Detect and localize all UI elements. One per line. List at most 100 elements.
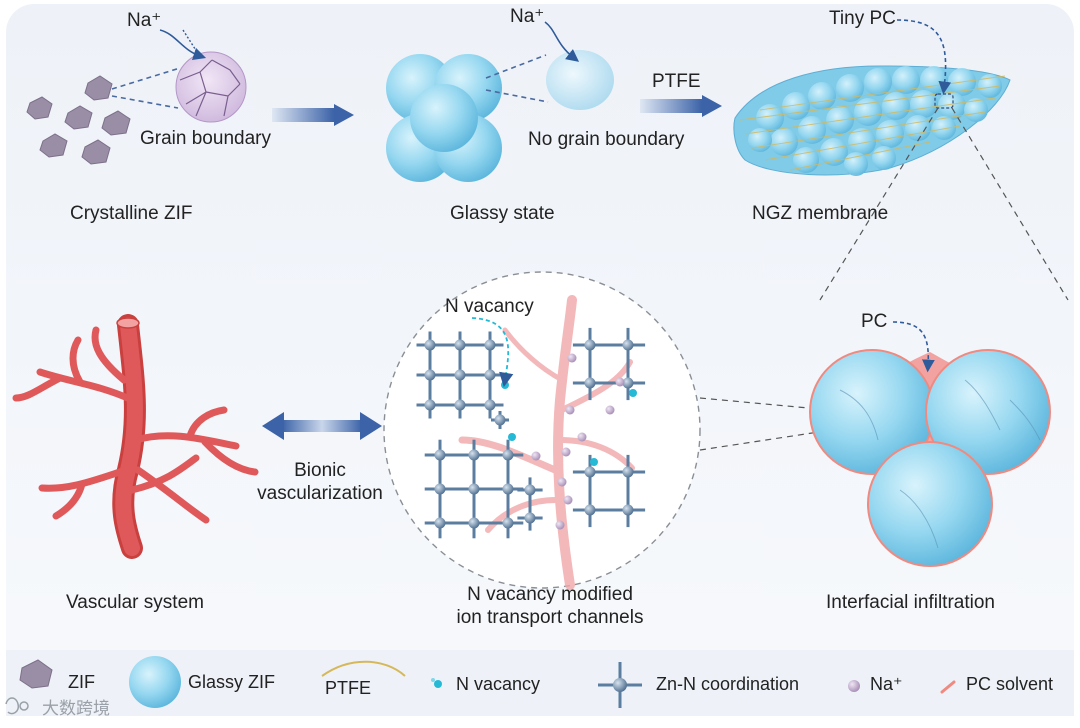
zn-node	[424, 399, 436, 411]
label-vascular-system: Vascular system	[66, 592, 204, 613]
zn-node	[502, 449, 514, 461]
zn-n-lattice-fragment	[424, 439, 524, 539]
watermark-text: 大数跨境	[42, 699, 110, 718]
zn-node	[434, 449, 446, 461]
label-ngz-membrane: NGZ membrane	[752, 203, 889, 224]
legend-pc-solvent-label: PC solvent	[966, 674, 1054, 694]
legend-zn-n-label: Zn-N coordination	[656, 674, 800, 694]
grain-boundary-particle	[175, 51, 247, 123]
label-channels-caption: N vacancy modified ion transport channel…	[456, 584, 644, 628]
na-ion	[557, 477, 567, 487]
zn-node	[484, 339, 496, 351]
process-arrow-2-body	[640, 99, 702, 113]
na-path-blocked	[159, 29, 207, 61]
na-ions	[531, 353, 625, 530]
label-interfacial-infiltration: Interfacial infiltration	[826, 592, 995, 613]
legend-ptfe-label: PTFE	[325, 678, 372, 698]
pc-pointer	[892, 321, 935, 373]
zn-node	[622, 504, 634, 516]
zn-node	[468, 517, 480, 529]
legend-ptfe-icon	[321, 660, 406, 677]
zn-node	[468, 483, 480, 495]
label-pc: PC	[861, 311, 888, 332]
zn-node	[524, 484, 536, 496]
no-grain-boundary-particle	[546, 50, 614, 110]
zoom-line-to-circle-lower	[699, 429, 833, 451]
infiltration-spheres	[809, 349, 1051, 567]
n-vacancy-pointer	[471, 317, 514, 388]
na-ion	[567, 353, 577, 363]
label-na-top-left: Na⁺	[127, 10, 162, 31]
zn-node	[502, 483, 514, 495]
zoom-line-glassy-lower	[485, 89, 549, 103]
zn-node	[584, 466, 596, 478]
na-ion	[605, 405, 615, 415]
legend-glassy-zif-icon	[129, 656, 181, 708]
channels-zoom-circle	[383, 271, 701, 589]
label-no-grain-boundary: No grain boundary	[528, 129, 685, 150]
label-na-top-mid: Na⁺	[510, 6, 545, 27]
bionic-double-arrow	[262, 412, 382, 440]
zn-node	[484, 369, 496, 381]
vascular-tree	[12, 314, 259, 559]
na-ion	[563, 495, 573, 505]
na-ion	[555, 520, 565, 530]
legend-background	[6, 650, 1074, 716]
n-vacancies	[501, 381, 637, 466]
zn-n-frameworks	[416, 327, 646, 539]
na-ion	[565, 405, 575, 415]
na-path-through	[544, 21, 580, 62]
label-ptfe-arrow: PTFE	[652, 71, 701, 92]
zn-n-lattice-fragment	[517, 477, 543, 531]
zn-node	[584, 377, 596, 389]
label-bionic-vascularization: Bionic vascularization	[257, 460, 383, 504]
zn-node	[434, 517, 446, 529]
legend-zif-icon	[19, 659, 53, 689]
tiny-pc-pointer	[896, 19, 952, 95]
legend-zif-label: ZIF	[68, 672, 95, 692]
zoom-line-infiltration-right	[951, 107, 1069, 301]
process-arrow-2-head	[702, 95, 722, 117]
label-n-vacancy: N vacancy	[445, 296, 534, 317]
zn-node	[434, 483, 446, 495]
label-tiny-pc: Tiny PC	[829, 8, 896, 29]
label-grain-boundary: Grain boundary	[140, 128, 271, 149]
process-arrow-1-head	[334, 104, 354, 126]
na-ion	[531, 451, 541, 461]
zn-node	[424, 339, 436, 351]
zn-node	[524, 512, 536, 524]
zn-node	[424, 369, 436, 381]
legend-n-vacancy-icon	[431, 678, 442, 688]
zn-node	[502, 517, 514, 529]
na-block-mark	[182, 29, 198, 53]
zn-n-lattice-fragment	[416, 331, 504, 419]
zoom-line-upper	[111, 67, 181, 90]
legend-zn-n-icon	[598, 662, 642, 708]
process-arrow-1-body	[272, 108, 334, 122]
label-crystalline-zif: Crystalline ZIF	[70, 203, 193, 224]
zoom-line-lower	[111, 95, 179, 109]
legend-n-vacancy-label: N vacancy	[456, 674, 541, 694]
legend-na-label: Na⁺	[870, 674, 903, 694]
label-glassy-state: Glassy state	[450, 203, 555, 224]
zn-node	[484, 399, 496, 411]
zn-node	[622, 466, 634, 478]
zn-node	[454, 399, 466, 411]
na-ion	[615, 377, 625, 387]
watermark-logo-icon	[5, 697, 29, 715]
zoom-line-glassy-upper	[485, 54, 547, 79]
zn-node	[454, 369, 466, 381]
legend-na-icon	[848, 680, 860, 692]
zn-node	[468, 449, 480, 461]
zn-node	[454, 339, 466, 351]
zn-node	[584, 504, 596, 516]
zn-node	[584, 339, 596, 351]
ion-pathways	[458, 295, 635, 590]
legend-pc-solvent-icon	[940, 680, 956, 694]
zn-n-lattice-fragment	[572, 327, 646, 401]
zn-n-lattice-fragment	[572, 454, 646, 528]
crystalline-zif-particles	[26, 75, 131, 165]
zn-node	[622, 339, 634, 351]
